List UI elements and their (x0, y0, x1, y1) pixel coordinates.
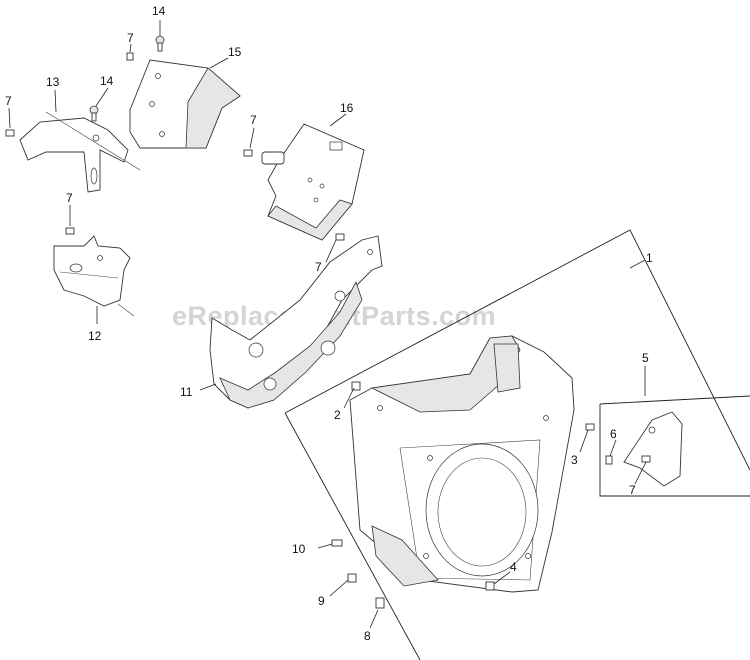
callout-7-shroud-top: 7 (127, 31, 134, 45)
rear-shroud-part[interactable] (261, 123, 365, 241)
small-bracket-part[interactable] (53, 235, 135, 317)
callout-13: 13 (46, 75, 60, 89)
cover-plate-frame-5 (599, 395, 750, 497)
callout-14-mid: 14 (100, 74, 114, 88)
callout-7-bracket-left: 7 (5, 94, 12, 108)
callout-11: 11 (180, 385, 193, 399)
callout-3: 3 (571, 453, 578, 467)
callout-7-cover: 7 (629, 483, 636, 497)
callout-1: 1 (646, 251, 653, 265)
lower-shroud-part[interactable] (209, 235, 383, 409)
callout-7-small-bracket: 7 (66, 191, 73, 205)
callout-5: 5 (642, 351, 649, 365)
callout-8: 8 (364, 629, 371, 643)
callout-labels: 1 2 3 4 5 6 7 7 7 7 7 7 8 9 10 11 12 13 … (5, 4, 653, 643)
leader-lines (8, 20, 647, 629)
callout-9: 9 (318, 594, 325, 608)
callout-14-top: 14 (152, 4, 166, 18)
callout-2: 2 (334, 408, 341, 422)
callout-7-rear-shroud: 7 (250, 113, 257, 127)
callout-10: 10 (292, 542, 306, 556)
upper-bracket-part[interactable] (19, 111, 141, 193)
callout-7-lower-shroud: 7 (315, 260, 322, 274)
assembly-frame-1 (284, 229, 750, 660)
fastener-screws (5, 35, 651, 609)
callout-12: 12 (88, 329, 102, 343)
callout-15: 15 (228, 45, 242, 59)
callout-4: 4 (510, 560, 517, 574)
upper-shroud-part[interactable] (129, 59, 241, 149)
callout-6: 6 (610, 427, 617, 441)
blower-housing-part[interactable] (349, 335, 575, 593)
callout-16: 16 (340, 101, 354, 115)
cover-plate-part[interactable] (623, 411, 683, 487)
